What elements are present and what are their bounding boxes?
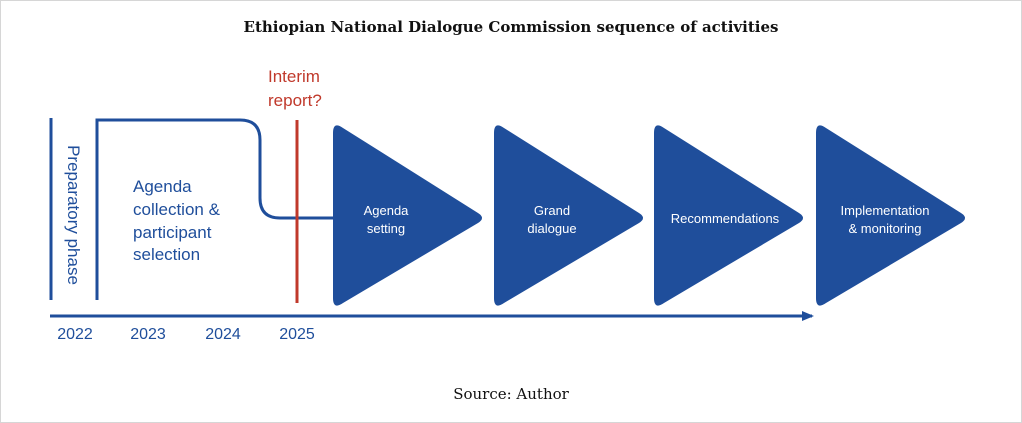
stage-implementation-line1: Implementation	[841, 203, 930, 218]
year-label-2023: 2023	[130, 326, 166, 343]
stage-agenda-setting-line2: setting	[367, 221, 405, 236]
source-caption: Source: Author	[453, 385, 569, 403]
agenda-collection-line3: participant	[133, 223, 212, 242]
stage-agenda-setting-line1: Agenda	[364, 203, 410, 218]
stage-implementation-line2: & monitoring	[849, 221, 922, 236]
diagram-title: Ethiopian National Dialogue Commission s…	[243, 18, 779, 36]
agenda-collection-line2: collection &	[133, 200, 221, 219]
agenda-collection-bracket	[95, 118, 334, 300]
stage-agenda-setting-triangle	[333, 125, 482, 306]
stage-grand-dialogue-line1: Grand	[534, 203, 570, 218]
stage-recommendations-triangle	[654, 125, 803, 306]
stage-recommendations-line1: Recommendations	[671, 211, 780, 226]
stage-implementation-triangle	[816, 125, 965, 306]
stage-grand-dialogue-triangle	[494, 125, 643, 306]
interim-report-line2: report?	[268, 91, 322, 110]
agenda-collection-line1: Agenda	[133, 177, 192, 196]
interim-report-line1: Interim	[268, 67, 320, 86]
year-label-2022: 2022	[57, 326, 93, 343]
stage-grand-dialogue-line2: dialogue	[527, 221, 576, 236]
preparatory-phase-label: Preparatory phase	[64, 145, 83, 285]
agenda-collection-line4: selection	[133, 245, 200, 264]
year-label-2025: 2025	[279, 326, 315, 343]
year-label-2024: 2024	[205, 326, 241, 343]
